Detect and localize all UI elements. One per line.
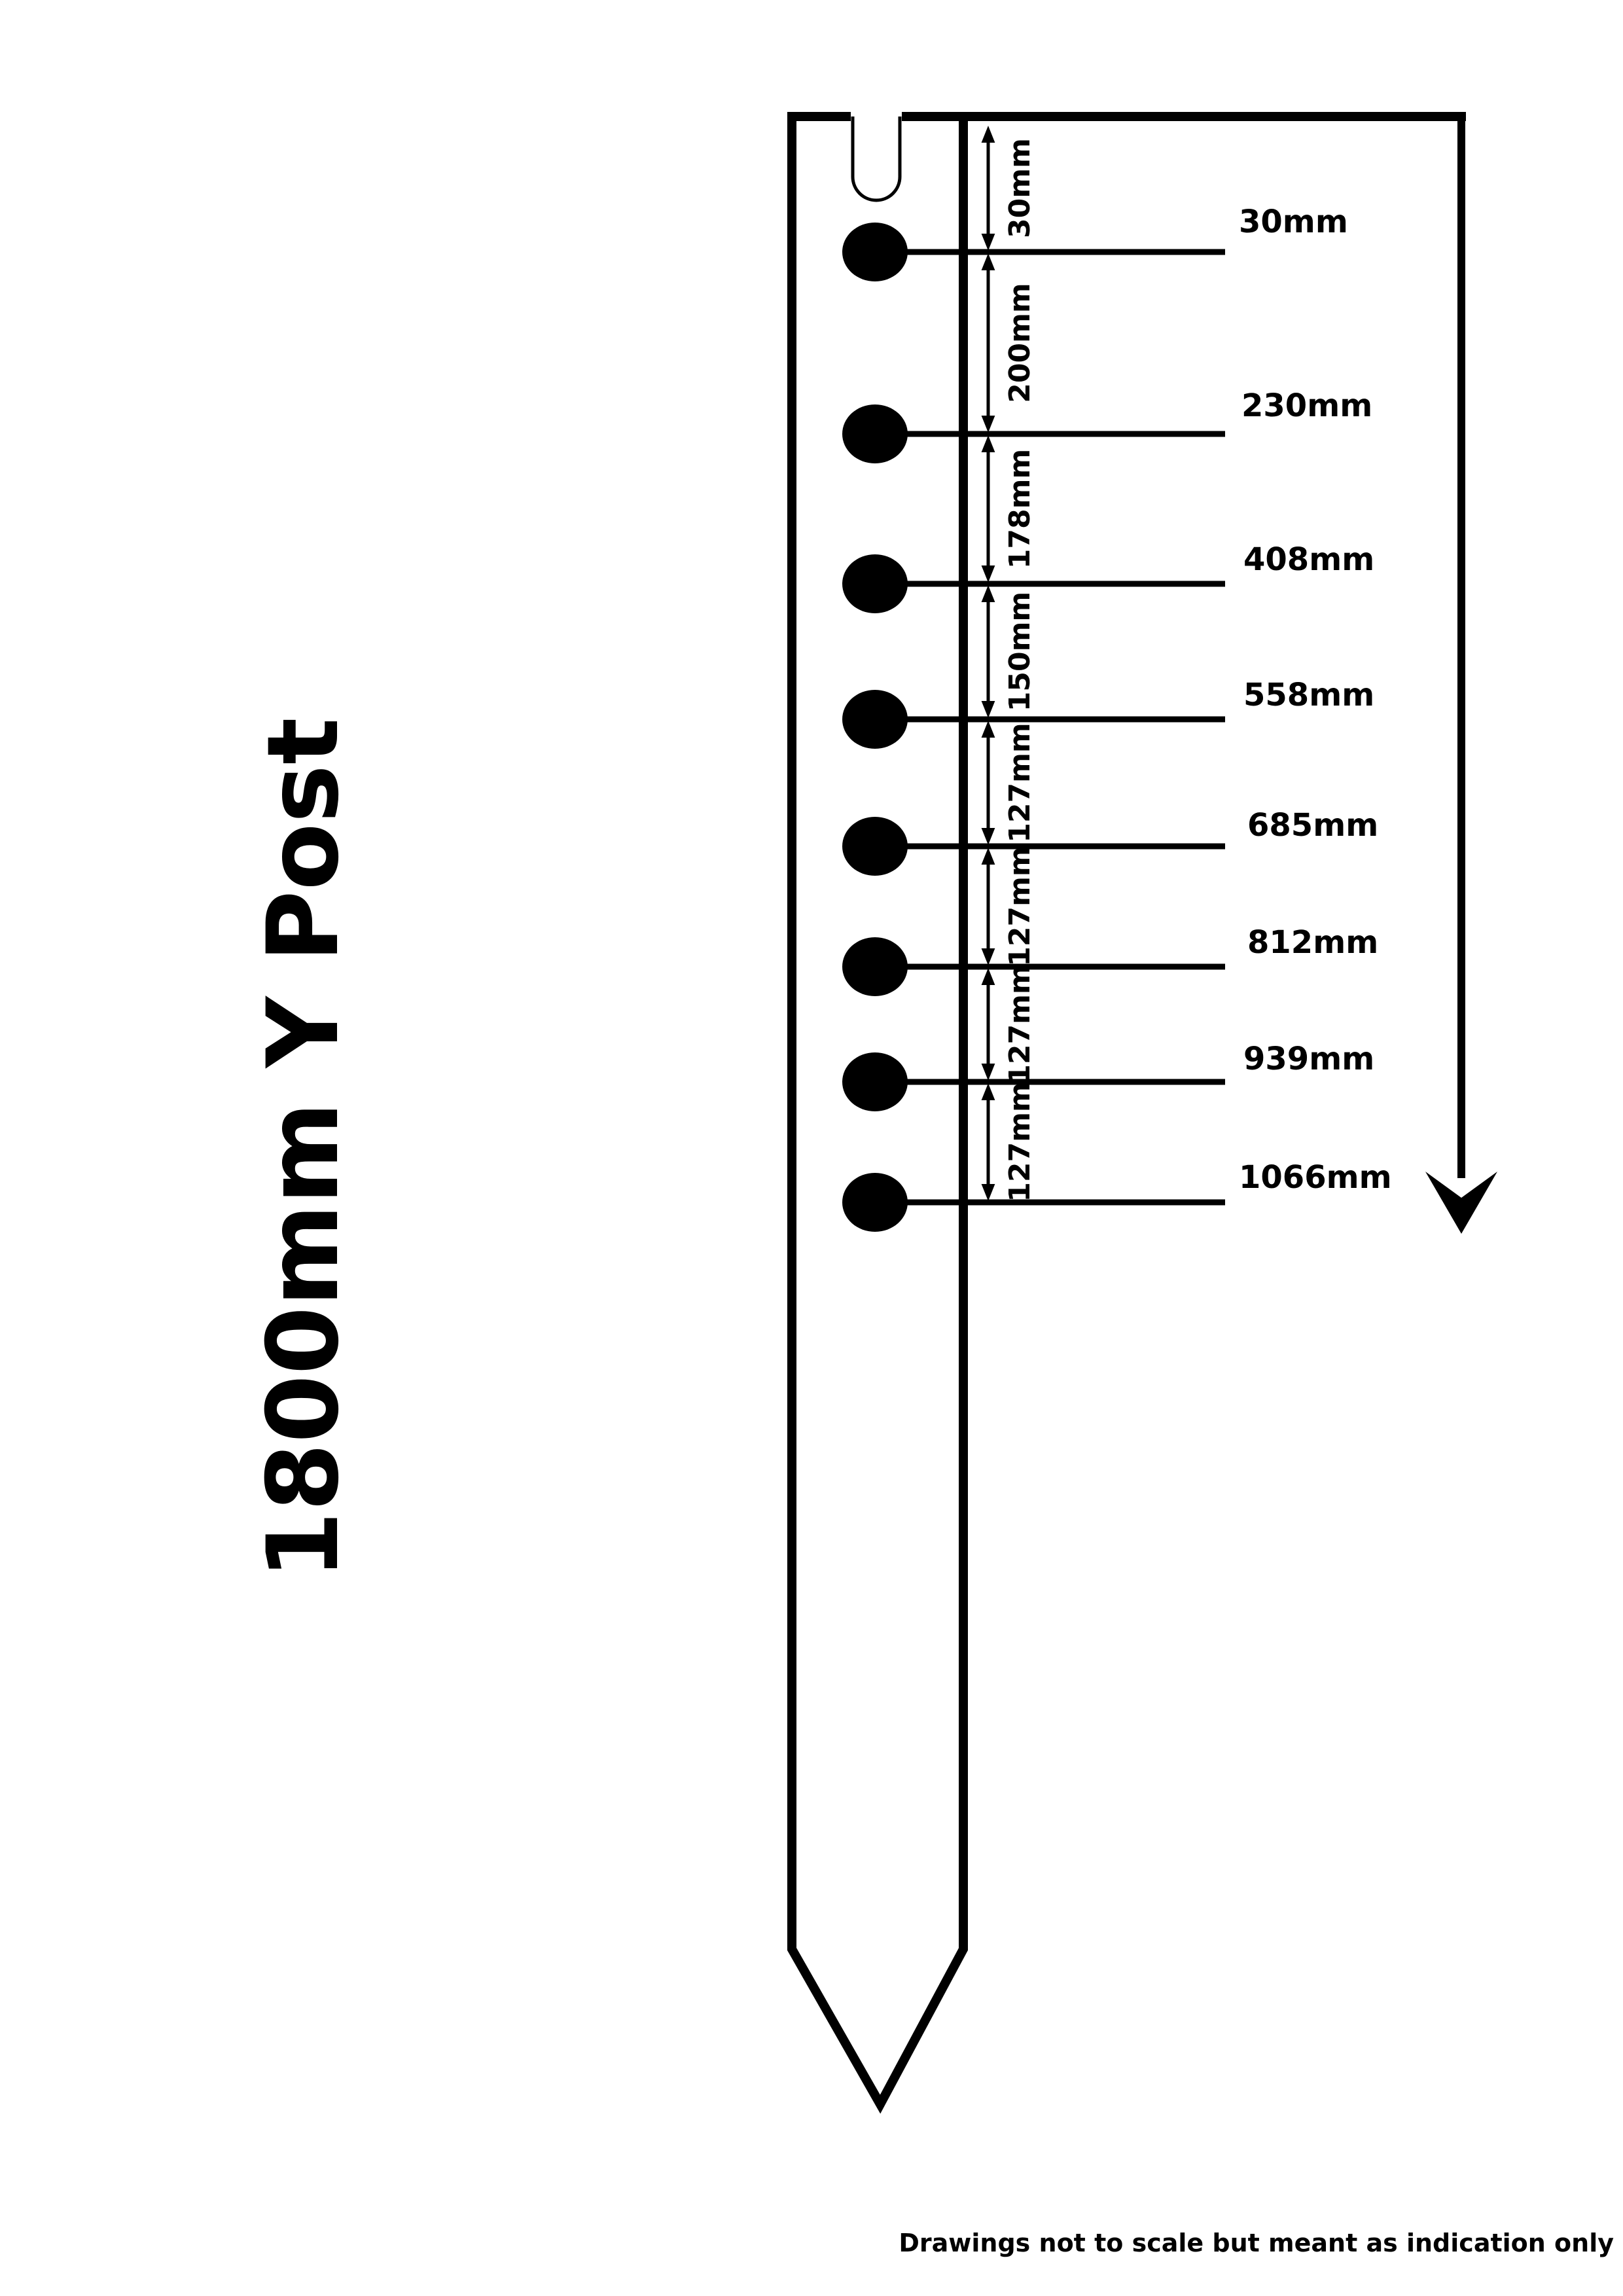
post-title: 1800mm Y Post	[247, 717, 361, 1579]
hole-position-label: 230mm	[1241, 387, 1372, 424]
spacing-label: 150mm	[1003, 592, 1037, 712]
spacing-label: 178mm	[1003, 449, 1037, 569]
hole-position-label: 685mm	[1247, 807, 1378, 844]
hole-position-label: 408mm	[1243, 541, 1374, 578]
hole-position-label: 939mm	[1243, 1041, 1374, 1077]
hole-position-label: 1066mm	[1239, 1159, 1392, 1196]
hole-position-label: 30mm	[1239, 204, 1348, 240]
spacing-label: 200mm	[1003, 283, 1037, 403]
hole-position-label: 558mm	[1243, 677, 1374, 713]
spacing-label: 127mm	[1003, 846, 1037, 967]
overall-arrow-head	[1425, 1172, 1497, 1234]
spacing-label: 30mm	[1003, 138, 1037, 238]
spacing-label: 127mm	[1003, 964, 1037, 1085]
footer-note: Drawings not to scale but meant as indic…	[899, 2229, 1614, 2257]
hole-position-label: 812mm	[1247, 924, 1378, 961]
spacing-label: 127mm	[1003, 723, 1037, 843]
post-outline	[787, 121, 968, 2114]
spacing-label: 127mm	[1003, 1082, 1037, 1202]
top-slot	[851, 117, 902, 202]
